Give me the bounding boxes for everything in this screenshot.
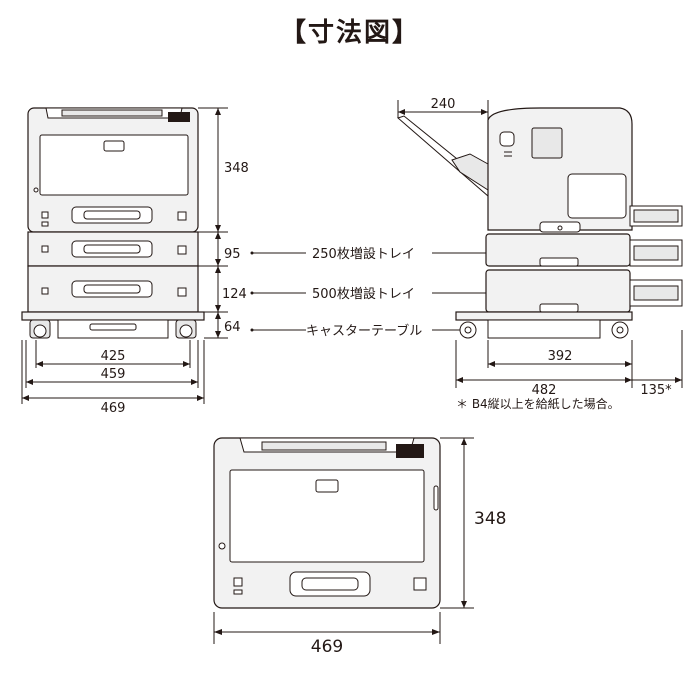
- bottom-view-printer: [213, 437, 441, 609]
- label-leaders: [250, 251, 490, 332]
- bottom-width: 469: [311, 637, 343, 657]
- front-width-outer: 469: [101, 401, 126, 416]
- footnote: ＊ B4縦以上を給紙した場合。: [456, 396, 620, 411]
- side-depth-extra: 135*: [640, 383, 672, 398]
- front-view-printer: [21, 107, 205, 339]
- front-width-mid: 459: [101, 367, 126, 382]
- front-width-inner: 425: [101, 349, 126, 364]
- side-dimensions: [397, 100, 683, 388]
- label-tray500: 500枚増設トレイ: [312, 286, 415, 302]
- side-view-printer: [397, 107, 683, 339]
- front-caster-height: 64: [224, 320, 241, 335]
- page-title: 【寸法図】: [279, 18, 420, 48]
- front-horizontal-dimensions: [21, 340, 205, 404]
- side-depth-top: 240: [431, 97, 456, 112]
- side-depth-total: 482: [532, 383, 557, 398]
- label-tray250: 250枚増設トレイ: [312, 246, 415, 262]
- front-height-total: 348: [224, 161, 249, 176]
- bottom-height: 348: [474, 509, 506, 529]
- label-caster: キャスターテーブル: [306, 323, 422, 339]
- front-vertical-dimensions: [198, 107, 228, 339]
- front-tray500-height: 124: [222, 287, 247, 302]
- front-tray250-height: 95: [224, 247, 241, 262]
- bottom-dimensions: [213, 437, 474, 644]
- side-depth-base: 392: [548, 349, 573, 364]
